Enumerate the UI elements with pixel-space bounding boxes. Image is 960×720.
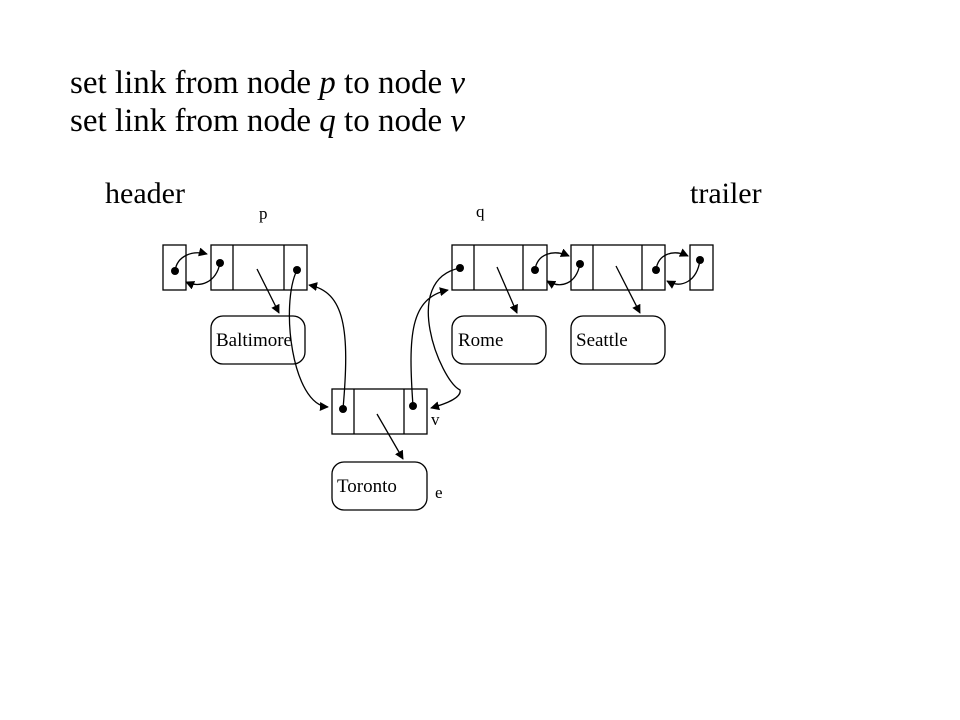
header-label: header: [105, 177, 185, 210]
p-label: p: [259, 204, 268, 223]
v-label: v: [431, 410, 440, 429]
q-label: q: [476, 202, 485, 221]
element-seattle: Seattle: [570, 315, 666, 365]
element-rome: Rome: [451, 315, 547, 365]
heading-line-2: set link from node q to node v: [70, 103, 465, 139]
svg-text:Seattle: Seattle: [576, 330, 628, 351]
e-label: e: [435, 483, 443, 502]
link-v-prev-to-p: [308, 282, 347, 410]
link-seattle-prev: [546, 263, 581, 289]
link-trailer-prev: [666, 259, 701, 289]
node-q: [451, 244, 548, 291]
svg-text:Toronto: Toronto: [337, 476, 397, 497]
node-seattle: [570, 244, 666, 291]
element-toronto: Toronto: [331, 461, 428, 511]
link-v-next-to-q: [410, 287, 449, 407]
trailer-sentinel-node: [689, 244, 714, 291]
svg-text:Rome: Rome: [458, 330, 503, 351]
link-q-prev-to-v: [427, 267, 461, 411]
link-p-prev: [185, 262, 221, 290]
pointer-v-element: [376, 413, 404, 460]
svg-text:Baltimore: Baltimore: [216, 330, 292, 351]
pointer-q-element: [496, 266, 518, 314]
pointer-seattle-element: [615, 265, 641, 314]
trailer-label: trailer: [690, 177, 762, 210]
link-q-next: [534, 248, 570, 271]
element-baltimore: Baltimore: [210, 315, 306, 365]
pointer-p-element: [256, 268, 280, 314]
link-p-next-to-v: [288, 269, 329, 412]
heading-line-1: set link from node p to node v: [70, 65, 465, 101]
header-sentinel-node: [162, 244, 187, 291]
link-seattle-next: [655, 248, 689, 271]
node-v: [331, 388, 428, 435]
link-header-next: [174, 247, 208, 272]
